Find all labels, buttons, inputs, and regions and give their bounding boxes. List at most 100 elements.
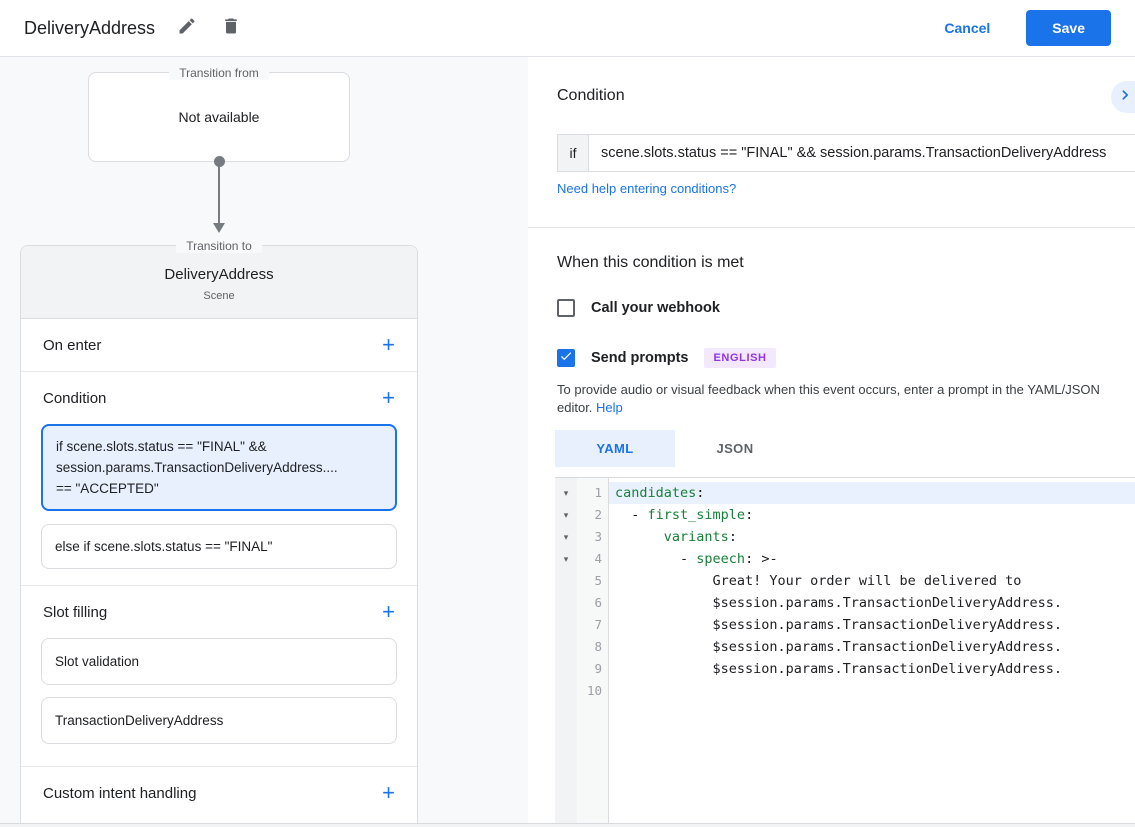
slot-item[interactable]: Slot validation xyxy=(41,638,397,685)
fold-arrow-icon[interactable]: ▾ xyxy=(563,554,569,564)
code-text[interactable] xyxy=(609,680,1135,702)
code-line[interactable]: 8 $session.params.TransactionDeliveryAdd… xyxy=(555,636,1135,658)
fold-spacer xyxy=(555,592,577,614)
on-enter-label: On enter xyxy=(43,336,102,354)
cancel-button[interactable]: Cancel xyxy=(944,20,991,36)
slot-item[interactable]: TransactionDeliveryAddress xyxy=(41,697,397,744)
chevron-right-icon xyxy=(1115,85,1135,110)
code-text[interactable]: candidates: xyxy=(609,482,1135,504)
code-text[interactable]: - first_simple: xyxy=(615,507,754,523)
code-line[interactable]: ▾ 4 - speech: >- xyxy=(555,548,1135,570)
code-line[interactable]: 9 $session.params.TransactionDeliveryAdd… xyxy=(555,658,1135,680)
line-number: 5 xyxy=(594,573,602,588)
scene-type: Scene xyxy=(203,290,235,302)
fold-spacer xyxy=(555,636,577,658)
line-number: 9 xyxy=(594,661,602,676)
send-prompts-checkbox[interactable] xyxy=(557,349,575,367)
code-text[interactable]: $session.params.TransactionDeliveryAddre… xyxy=(615,595,1063,611)
when-condition-met-heading: When this condition is met xyxy=(557,254,744,271)
editor-tabs: YAML JSON xyxy=(555,430,795,467)
editor-line-number-gutter xyxy=(577,478,609,823)
call-webhook-label: Call your webhook xyxy=(591,300,720,316)
top-bar: DeliveryAddress Cancel Save xyxy=(0,0,1135,57)
yaml-code-editor[interactable]: ▾ 1 candidates: ▾ 2 - first_simple: ▾3 varian… xyxy=(555,477,1135,823)
code-text[interactable]: $session.params.TransactionDeliveryAddre… xyxy=(615,661,1063,677)
code-line[interactable]: 7 $session.params.TransactionDeliveryAdd… xyxy=(555,614,1135,636)
condition-help-link[interactable]: Need help entering conditions? xyxy=(557,181,737,196)
condition-item-selected[interactable]: if scene.slots.status == "FINAL" && sess… xyxy=(41,424,397,511)
condition-label: Condition xyxy=(43,389,107,407)
save-button[interactable]: Save xyxy=(1026,10,1111,46)
code-text[interactable]: $session.params.TransactionDeliveryAddre… xyxy=(615,639,1063,655)
fold-spacer xyxy=(555,570,577,592)
section-on-enter: On enter + xyxy=(21,319,417,372)
send-prompts-row: Send prompts ENGLISH xyxy=(557,348,776,368)
condition-heading: Condition xyxy=(557,87,625,104)
fold-arrow-icon[interactable]: ▾ xyxy=(563,532,569,542)
custom-intent-label: Custom intent handling xyxy=(43,784,197,802)
code-line[interactable]: ▾ 1 candidates: xyxy=(555,482,1135,504)
code-line[interactable]: 5 Great! Your order will be delivered to xyxy=(555,570,1135,592)
line-number: 1 xyxy=(594,485,602,500)
scene-card-header[interactable]: DeliveryAddress Scene xyxy=(21,246,417,319)
line-number: 10 xyxy=(586,683,602,698)
code-text[interactable]: - speech: >- xyxy=(615,551,778,567)
fold-spacer xyxy=(555,658,577,680)
if-prefix-label: if xyxy=(558,135,589,171)
checkmark-icon xyxy=(559,349,573,368)
connector-arrowhead-icon xyxy=(213,223,225,233)
fold-arrow-icon[interactable]: ▾ xyxy=(563,488,569,498)
add-slot-button[interactable]: + xyxy=(382,599,395,624)
line-number: 2 xyxy=(594,507,602,522)
topbar-actions: Cancel Save xyxy=(944,10,1111,46)
section-custom-intent: Custom intent handling + xyxy=(21,767,417,819)
trash-icon xyxy=(221,16,241,41)
delete-scene-button[interactable] xyxy=(219,16,243,40)
code-line[interactable]: ▾3 variants: xyxy=(555,526,1135,548)
tab-json[interactable]: JSON xyxy=(716,441,754,456)
condition-item-else[interactable]: else if scene.slots.status == "FINAL" xyxy=(41,524,397,569)
line-number: 7 xyxy=(594,617,602,632)
transition-from-box: Transition from Not available xyxy=(88,66,350,162)
add-on-enter-button[interactable]: + xyxy=(382,332,395,357)
scene-card: Transition to DeliveryAddress Scene On e… xyxy=(20,239,418,823)
slot-filling-label: Slot filling xyxy=(43,603,108,621)
scene-name: DeliveryAddress xyxy=(164,266,274,283)
fold-spacer xyxy=(555,614,577,636)
pencil-icon xyxy=(177,16,197,41)
code-text[interactable]: $session.params.TransactionDeliveryAddre… xyxy=(615,617,1063,633)
connector-dot xyxy=(214,156,225,167)
send-prompts-label: Send prompts xyxy=(591,350,689,366)
tab-yaml[interactable]: YAML xyxy=(555,430,675,467)
edit-scene-button[interactable] xyxy=(175,16,199,40)
line-number: 4 xyxy=(594,551,602,566)
code-lines: ▾ 1 candidates: ▾ 2 - first_simple: ▾3 varian… xyxy=(555,478,1135,702)
line-number: 6 xyxy=(594,595,602,610)
page-title: DeliveryAddress xyxy=(24,17,156,38)
line-number: 8 xyxy=(594,639,602,654)
bottom-edge-strip xyxy=(0,823,1135,827)
condition-expression-input[interactable]: scene.slots.status == "FINAL" && session… xyxy=(601,145,1107,161)
transition-to-legend: Transition to xyxy=(21,237,417,255)
editor-fold-gutter xyxy=(555,478,577,823)
fold-arrow-icon[interactable]: ▾ xyxy=(563,510,569,520)
transition-from-legend: Transition from xyxy=(89,64,349,82)
code-text[interactable]: variants: xyxy=(663,529,737,545)
help-link[interactable]: Help xyxy=(596,400,623,415)
section-divider xyxy=(528,227,1135,228)
collapse-panel-button[interactable] xyxy=(1111,81,1135,113)
condition-detail-panel: Condition if scene.slots.status == "FINA… xyxy=(528,57,1135,823)
code-line[interactable]: 6 $session.params.TransactionDeliveryAdd… xyxy=(555,592,1135,614)
connector-line xyxy=(218,163,220,223)
code-text[interactable]: Great! Your order will be delivered to xyxy=(615,573,1022,589)
code-line[interactable]: 10 xyxy=(555,680,1135,702)
condition-expression-row: if scene.slots.status == "FINAL" && sess… xyxy=(557,134,1135,172)
add-condition-button[interactable]: + xyxy=(382,385,395,410)
add-intent-button[interactable]: + xyxy=(382,780,395,805)
call-webhook-checkbox[interactable] xyxy=(557,299,575,317)
section-slot-filling: Slot filling + Slot validation Transacti… xyxy=(21,586,417,767)
transition-from-value: Not available xyxy=(178,109,260,125)
flow-diagram-panel: Transition from Not available Transition… xyxy=(0,57,528,823)
code-line[interactable]: ▾ 2 - first_simple: xyxy=(555,504,1135,526)
fold-spacer xyxy=(555,680,577,702)
